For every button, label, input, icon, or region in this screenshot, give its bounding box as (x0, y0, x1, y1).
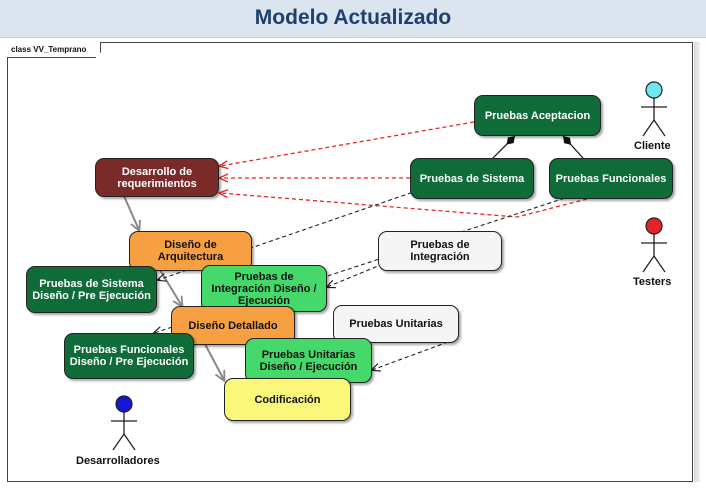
actor-cliente-label: Cliente (634, 140, 671, 152)
node-pruebas-funcionales-diseno[interactable]: Pruebas Funcionales Diseño / Pre Ejecuci… (64, 333, 194, 379)
node-diseno-arquitectura[interactable]: Diseño de Arquitectura (129, 231, 252, 271)
actor-desarrolladores-icon (111, 395, 137, 451)
node-label: Desarrollo de requerimientos (117, 165, 197, 190)
node-label: Diseño de Arquitectura (157, 239, 224, 263)
node-label: Pruebas Funcionales Diseño / Pre Ejecuci… (69, 344, 189, 368)
slide-header: Modelo Actualizado (0, 0, 706, 38)
composition-aceptacion-sistema (491, 135, 516, 160)
actor-cliente-icon (641, 81, 667, 137)
actor-testers-label: Testers (633, 276, 672, 288)
node-label: Pruebas de Integración Diseño / Ejecució… (211, 270, 317, 307)
node-label: Diseño Detallado (188, 319, 278, 332)
node-pruebas-unitarias-diseno[interactable]: Pruebas Unitarias Diseño / Ejecución (245, 338, 372, 383)
node-pruebas-unitarias[interactable]: Pruebas Unitarias (333, 305, 459, 343)
node-pruebas-de-sistema[interactable]: Pruebas de Sistema (410, 158, 534, 199)
frame-shadow (694, 42, 700, 482)
actor-testers-icon (641, 217, 667, 273)
node-pruebas-integracion[interactable]: Pruebas de Integración (378, 231, 502, 271)
node-label: Pruebas Unitarias Diseño / Ejecución (259, 348, 358, 373)
node-pruebas-sistema-diseno[interactable]: Pruebas de Sistema Diseño / Pre Ejecució… (26, 266, 157, 313)
flow-detallado-codificacion (204, 343, 224, 380)
node-label: Pruebas Aceptacion (484, 109, 591, 122)
diagram-frame-label: class VV_Temprano (7, 42, 101, 58)
dep-integracion-to-integracion-diseno (327, 263, 384, 287)
dep-sistema-to-sistema-diseno (158, 187, 426, 280)
dep-unitarias-to-unitarias-diseno (372, 341, 449, 370)
actor-desarrolladores-label: Desarrolladores (76, 455, 160, 467)
node-codificacion[interactable]: Codificación (224, 378, 351, 421)
slide-title: Modelo Actualizado (254, 6, 452, 29)
node-desarrollo-requerimientos[interactable]: Desarrollo de requerimientos (95, 158, 219, 197)
node-pruebas-funcionales[interactable]: Pruebas Funcionales (549, 158, 673, 199)
flow-requerimientos-arquitectura (123, 195, 139, 230)
node-label: Pruebas de Integración (410, 239, 470, 263)
node-pruebas-aceptacion[interactable]: Pruebas Aceptacion (474, 95, 601, 136)
node-label: Codificación (254, 393, 321, 406)
composition-aceptacion-funcionales (562, 135, 584, 159)
node-label: Pruebas de Sistema (419, 172, 525, 185)
node-label: Pruebas de Sistema Diseño / Pre Ejecució… (32, 277, 151, 302)
node-label: Pruebas Funcionales (555, 172, 667, 185)
trace-aceptacion-requerimientos (220, 121, 475, 166)
trace-funcionales-requerimientos (220, 193, 588, 218)
node-label: Pruebas Unitarias (349, 318, 443, 330)
node-pruebas-integracion-diseno[interactable]: Pruebas de Integración Diseño / Ejecució… (201, 265, 327, 312)
